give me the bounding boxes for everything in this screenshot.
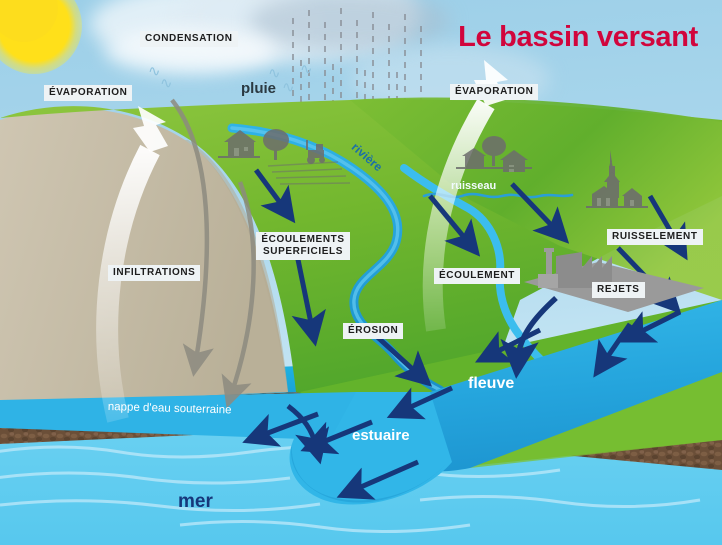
label-ecoulements-superficiels-line1: ÉCOULEMENTS — [261, 234, 345, 245]
infiltration-arrow-2 — [221, 181, 256, 409]
arrow-fleuve-2 — [386, 385, 454, 420]
label-infiltrations: INFILTRATIONS — [108, 265, 201, 281]
evaporation-arrowhead-left — [133, 106, 168, 152]
arrow-estuaire-2 — [242, 411, 319, 447]
arrow-river-in-1 — [593, 322, 633, 378]
label-ecoulement: ÉCOULEMENT — [434, 268, 520, 284]
label-fleuve: fleuve — [468, 375, 515, 392]
rejets-arrow — [500, 295, 558, 379]
house-icon — [218, 130, 260, 158]
hill-cross-section — [0, 108, 288, 404]
label-ecoulements-superficiels: ÉCOULEMENTS SUPERFICIELS — [256, 232, 350, 260]
field-lines — [267, 161, 351, 185]
right-green-slope — [350, 97, 722, 300]
tree-icon — [263, 129, 289, 160]
arrow-ecoulement — [428, 194, 481, 257]
label-estuaire: estuaire — [352, 427, 410, 444]
river-fleuve — [350, 300, 722, 472]
page-title-text: Le bassin versant — [458, 21, 698, 53]
church-icon — [586, 150, 648, 208]
label-pluie: pluie — [241, 80, 277, 97]
arrow-estuaire-3 — [336, 459, 420, 500]
label-condensation: CONDENSATION — [140, 31, 238, 47]
page-title: Le bassin versant — [458, 21, 698, 54]
evaporation-arrow-left — [96, 144, 160, 423]
infiltration-arrow-1 — [170, 98, 214, 377]
arrow-runoff-village — [510, 182, 570, 244]
arrow-fleuve-0 — [619, 309, 682, 343]
cloud-icon-3 — [250, 0, 450, 50]
label-evaporation-right: ÉVAPORATION — [450, 84, 539, 100]
label-ruissellement: RUISSELEMENT — [607, 229, 703, 245]
label-ecoulements-superficiels-line2: SUPERFICIELS — [263, 246, 343, 257]
village-houses-icon — [456, 148, 532, 172]
tractor-icon — [306, 140, 325, 164]
arrow-erosion — [372, 332, 433, 387]
arrow-ecoulements-1 — [253, 168, 296, 224]
tree-icon-2 — [482, 136, 506, 166]
label-evaporation-left: ÉVAPORATION — [44, 85, 133, 101]
label-rejets: REJETS — [592, 282, 645, 298]
label-erosion: ÉROSION — [343, 323, 404, 339]
label-mer: mer — [178, 491, 213, 512]
estuary-curve-arrow — [286, 404, 330, 465]
label-ruisseau: ruisseau — [451, 180, 497, 192]
factory-icon — [538, 248, 612, 288]
